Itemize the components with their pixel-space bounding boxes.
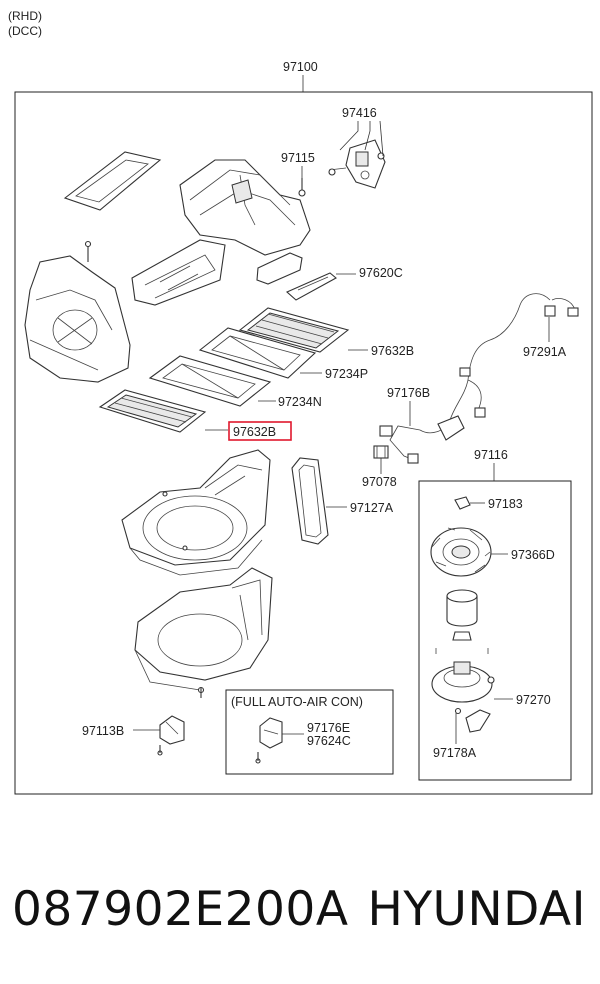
label-97632B-top: 97632B — [371, 344, 414, 358]
filter-frame-97234P — [198, 327, 317, 379]
label-97078: 97078 — [362, 475, 397, 489]
header-rhd: (RHD) — [8, 9, 42, 23]
motor-body — [446, 589, 478, 641]
label-97116: 97116 — [474, 448, 508, 462]
filter-97632B-highlighted — [98, 389, 207, 433]
gasket-97127A — [291, 457, 329, 545]
clip-97183 — [454, 496, 471, 510]
label-97234P: 97234P — [325, 367, 368, 381]
heater-case-left — [24, 240, 131, 383]
leader-97416-a — [339, 121, 359, 151]
leader-97416-b — [364, 121, 371, 151]
actuator-97416 — [328, 139, 386, 189]
wiring-harness — [379, 293, 579, 464]
lower-duct-tray — [131, 239, 226, 306]
blower-lower-case — [134, 567, 273, 698]
label-97291A: 97291A — [523, 345, 567, 359]
main-frame — [14, 91, 593, 795]
label-97270: 97270 — [516, 693, 551, 707]
filter-97632B-top — [238, 307, 350, 353]
motor-bracket — [431, 648, 495, 715]
label-97178A: 97178A — [433, 746, 477, 760]
label-97127A: 97127A — [350, 501, 394, 515]
blower-upper-case — [121, 449, 271, 576]
footer-part-number: 087902E200A — [12, 882, 349, 937]
label-97176E: 97176E — [307, 721, 350, 735]
label-97176B: 97176B — [387, 386, 430, 400]
label-97115: 97115 — [281, 151, 315, 165]
seal-frame-top — [63, 151, 162, 211]
filter-frame-97234N — [148, 355, 272, 407]
resistor-97113B — [157, 715, 185, 756]
footer-brand: HYUNDAI — [367, 882, 586, 937]
leader-97416-c — [379, 120, 384, 157]
duct-97178A — [465, 709, 491, 733]
header-dcc: (DCC) — [8, 24, 42, 38]
label-97366D: 97366D — [511, 548, 555, 562]
label-97100: 97100 — [283, 60, 318, 74]
label-97632B-highlighted: 97632B — [233, 425, 276, 439]
sensor-97176E — [255, 717, 283, 764]
footer: 087902E200A HYUNDAI — [0, 880, 600, 950]
label-97416: 97416 — [342, 106, 377, 120]
label-97234N: 97234N — [278, 395, 322, 409]
label-97620C: 97620C — [359, 266, 403, 280]
label-97183: 97183 — [488, 497, 523, 511]
intake-duct-housing — [179, 159, 311, 256]
screw-97115 — [298, 178, 306, 197]
highlight-box — [228, 421, 292, 441]
module-97620C — [256, 252, 337, 301]
label-97113B: 97113B — [82, 724, 124, 738]
motor-subbox — [418, 480, 572, 781]
subbox-title: (FULL AUTO-AIR CON) — [231, 695, 363, 709]
label-97624C: 97624C — [307, 734, 351, 748]
fan-97366D — [430, 527, 492, 577]
subbox-auto-aircon — [225, 689, 394, 775]
connector-97078 — [373, 445, 389, 459]
